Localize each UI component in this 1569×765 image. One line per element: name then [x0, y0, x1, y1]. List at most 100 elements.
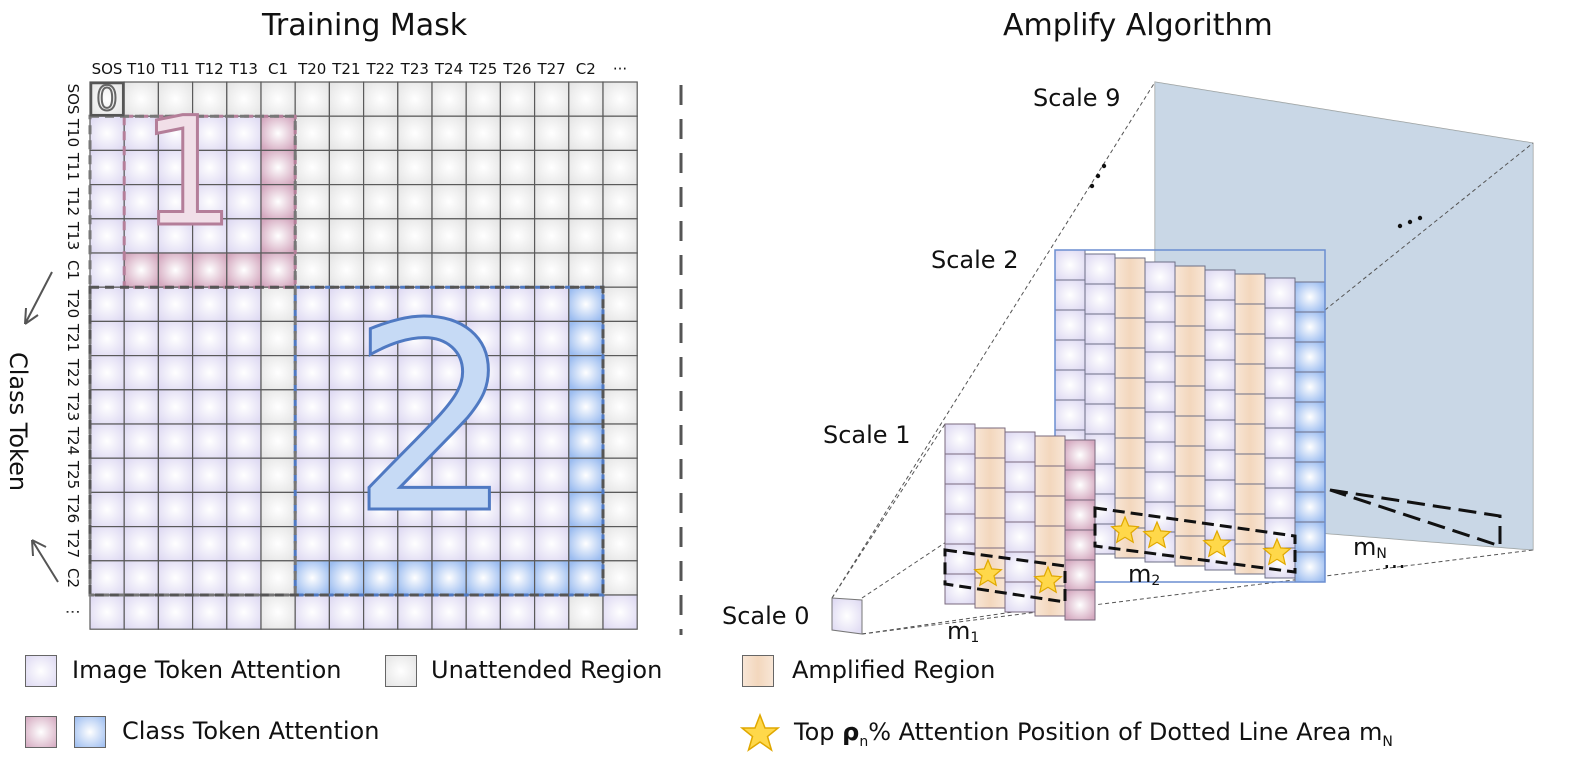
mask-cell-image: [157, 149, 194, 186]
mask-cell-image: [226, 525, 262, 562]
mask-cell-image: [465, 355, 502, 391]
scale-2-cell: [1294, 551, 1326, 583]
scale-1-cell: [1004, 521, 1036, 553]
mask-cell-unattended: [602, 184, 638, 220]
col-header-7: T21: [332, 60, 361, 78]
scale-2-cell: [1264, 427, 1296, 459]
mN-label: mN: [1353, 533, 1387, 562]
scale-1-cell: [974, 457, 1006, 489]
mask-cell-image: [294, 320, 331, 357]
mask-cell-unattended: [602, 286, 638, 323]
scale-2-cell: [1294, 371, 1326, 403]
mask-cell-image: [328, 457, 365, 494]
mask-cell-image: [123, 389, 159, 425]
scale-2-cell: [1204, 329, 1236, 361]
scale-2-cell: [1294, 431, 1326, 463]
mask-cell-image: [89, 389, 125, 425]
mask-cell-image: [397, 594, 433, 630]
scale-1-cell: [1004, 461, 1036, 493]
scale-1-cell: [974, 427, 1006, 459]
mask-cell-image: [363, 389, 399, 425]
mask-cell-unattended: [431, 81, 467, 117]
mask-cell-image: [499, 320, 536, 357]
mask-cell-image: [363, 423, 399, 459]
mask-cell-image: [294, 355, 331, 391]
mask-cell-unattended: [568, 184, 604, 220]
mask-cell-image: [499, 594, 536, 630]
mask-cell-class-blue: [568, 389, 604, 425]
mask-cell-image: [192, 457, 228, 494]
scale-2-cell: [1114, 377, 1146, 409]
mask-cell-unattended: [602, 457, 638, 494]
col-header-2: T11: [161, 60, 190, 78]
mask-cell-class-blue: [465, 560, 502, 596]
scale-2-cell: [1234, 483, 1266, 515]
mask-cell-unattended: [328, 149, 365, 186]
mask-cell-image: [123, 320, 159, 357]
class-token-arrow-up: [24, 271, 53, 325]
mask-cell-unattended: [602, 525, 638, 562]
scale-2-cell: [1234, 363, 1266, 395]
col-header-14: C2: [575, 60, 596, 78]
mask-cell-image: [157, 594, 194, 630]
mask-cell-image: [157, 457, 194, 494]
mask-cell-image: [328, 491, 365, 528]
mask-cell-unattended: [363, 115, 399, 151]
mask-cell-image: [123, 491, 159, 528]
scale-2-cell: [1174, 415, 1206, 447]
m1-label: m1: [947, 617, 979, 646]
scale-2-cell: [1114, 437, 1146, 469]
mask-cell-class-pink: [260, 184, 296, 220]
scale-1-cell: [1034, 525, 1066, 557]
mask-cell-unattended: [328, 81, 365, 117]
scale-1-cell: [1004, 491, 1036, 523]
mask-cell-image: [294, 457, 331, 494]
legend-class-blue-swatch: [74, 716, 106, 748]
mask-cell-image: [397, 457, 433, 494]
mask-cell-unattended: [533, 252, 570, 288]
scale-1-cell: [1064, 529, 1096, 561]
scale-1-cell: [1004, 551, 1036, 583]
scale-2-cell: [1294, 401, 1326, 433]
mask-cell-image: [431, 594, 467, 630]
mask-cell-unattended: [602, 218, 638, 254]
mask-cell-image: [499, 525, 536, 562]
legend-class-token-label: Class Token Attention: [122, 717, 380, 745]
mask-cell-image: [192, 525, 228, 562]
scale-1-cell: [1034, 465, 1066, 497]
legend-top-attention-label: Top ρn% Attention Position of Dotted Lin…: [794, 718, 1393, 750]
mask-cell-image: [123, 560, 159, 596]
mask-cell-unattended: [568, 115, 604, 151]
scale-2-cell: [1174, 385, 1206, 417]
scale-2-cell: [1204, 359, 1236, 391]
scale-2-cell: [1114, 257, 1146, 289]
scale-2-grid: [1054, 249, 1326, 583]
scale-2-cell: [1264, 367, 1296, 399]
mask-cell-unattended: [568, 218, 604, 254]
mask-cell-image: [431, 457, 467, 494]
mask-cell-image: [533, 457, 570, 494]
scale-2-cell: [1084, 283, 1116, 315]
legend-amplified-label: Amplified Region: [792, 656, 996, 684]
mask-cell-image: [157, 320, 194, 357]
mask-cell-image: [328, 525, 365, 562]
mask-cell-image: [157, 286, 194, 323]
mask-cell-image: [192, 560, 228, 596]
m1-base: m: [947, 617, 971, 645]
mask-cell-unattended: [397, 218, 433, 254]
mask-cell-image: [328, 594, 365, 630]
mask-cell-image: [465, 286, 502, 323]
mask-cell-image: [157, 218, 194, 254]
scale-2-cell: [1054, 369, 1086, 401]
scale-2-cell: [1204, 479, 1236, 511]
col-header-0: SOS: [91, 60, 123, 78]
scale-2-cell: [1174, 325, 1206, 357]
scale-2-cell: [1264, 457, 1296, 489]
mask-cell-unattended: [397, 81, 433, 117]
star-icon: [1142, 520, 1172, 549]
scale-1-cell: [1064, 469, 1096, 501]
mask-cell-unattended: [363, 149, 399, 186]
class-token-side-label: Class Token: [4, 352, 32, 492]
mask-cell-image: [397, 423, 433, 459]
mask-cell-image: [157, 423, 194, 459]
